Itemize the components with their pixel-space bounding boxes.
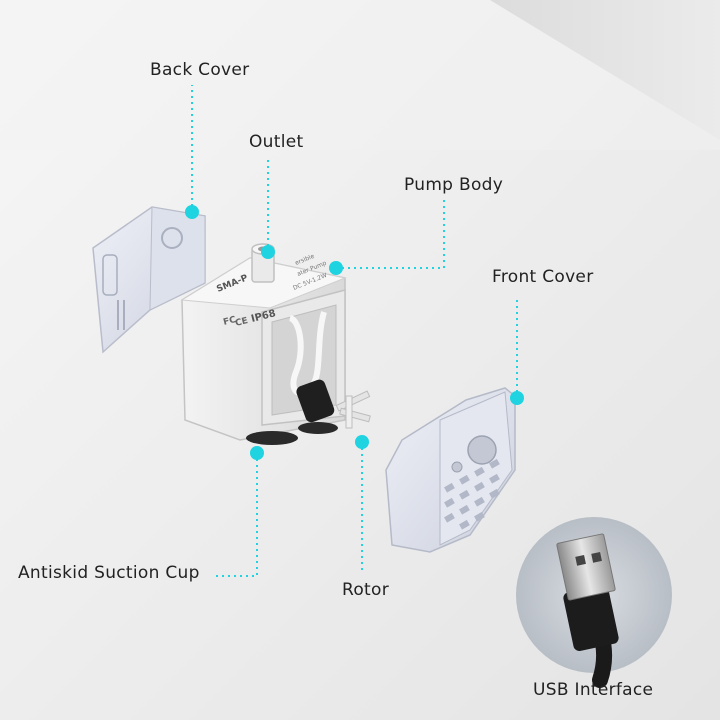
marker-outlet bbox=[261, 245, 275, 259]
leader-lines bbox=[191, 85, 518, 577]
pump-body: SMA-P ersible ater Pump DC 5V-1.2W FC CE… bbox=[180, 243, 371, 445]
usb-plug-housing bbox=[563, 584, 619, 652]
front-cover-grill bbox=[444, 458, 500, 530]
marker-pump-body bbox=[329, 261, 343, 275]
marker-rotor bbox=[355, 435, 369, 449]
marker-front-cover bbox=[510, 391, 524, 405]
usb-inset bbox=[516, 517, 672, 688]
rotor bbox=[335, 390, 371, 429]
suction-cup-2 bbox=[298, 422, 338, 434]
front-cover bbox=[385, 387, 516, 553]
floor-glow bbox=[0, 0, 720, 150]
label-rotor: Rotor bbox=[342, 580, 390, 600]
label-pump-body: Pump Body bbox=[404, 175, 504, 195]
usb-connector bbox=[556, 533, 616, 601]
label-suction-cup: Antiskid Suction Cup bbox=[18, 563, 200, 583]
leader-suction-cup bbox=[215, 453, 258, 577]
suction-cup bbox=[246, 431, 298, 445]
ce-mark: CE bbox=[234, 316, 249, 329]
marker-suction-cup bbox=[250, 446, 264, 460]
marker-dots bbox=[185, 205, 524, 460]
label-outlet: Outlet bbox=[249, 132, 304, 152]
label-front-cover: Front Cover bbox=[492, 267, 594, 287]
fcc-mark: FC bbox=[222, 315, 237, 328]
back-wall bbox=[490, 0, 720, 140]
leader-pump-body bbox=[336, 200, 445, 269]
marker-back-cover bbox=[185, 205, 199, 219]
back-cover bbox=[92, 206, 206, 354]
label-back-cover: Back Cover bbox=[150, 60, 250, 80]
label-usb: USB Interface bbox=[533, 680, 654, 700]
motor-shaft bbox=[296, 379, 335, 423]
